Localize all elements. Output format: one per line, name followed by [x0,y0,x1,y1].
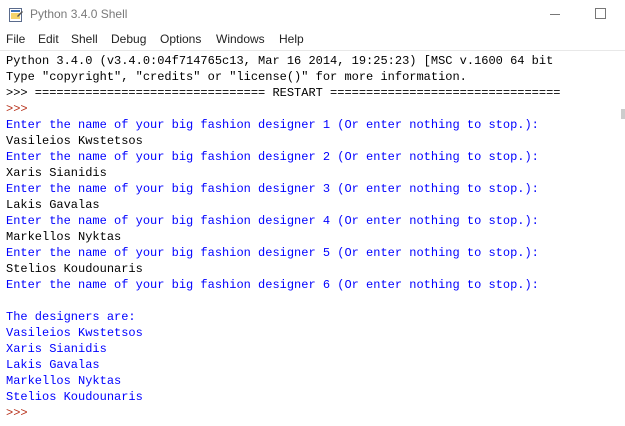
shell-output-line: Stelios Koudounaris [6,390,143,404]
menu-options[interactable]: Options [160,32,202,46]
shell-output-line: Enter the name of your big fashion desig… [6,182,539,196]
shell-output-line: Vasileios Kwstetsos [6,134,143,148]
shell-output-line: Lakis Gavalas [6,198,100,212]
shell-output-line: Markellos Nyktas [6,230,122,244]
shell-output-line: Enter the name of your big fashion desig… [6,118,539,132]
menu-bar: File Edit Shell Debug Options Windows He… [0,30,625,50]
shell-prompt-line: >>> [6,406,28,420]
shell-prompt-line: >>> [6,102,28,116]
shell-output-line: Python 3.4.0 (v3.4.0:04f714765c13, Mar 1… [6,54,554,68]
menu-windows[interactable]: Windows [216,32,265,46]
shell-output-line: Enter the name of your big fashion desig… [6,150,539,164]
shell-output: Python 3.4.0 (v3.4.0:04f714765c13, Mar 1… [6,53,625,421]
shell-output-line: Xaris Sianidis [6,342,107,356]
shell-output-line: Vasileios Kwstetsos [6,326,143,340]
title-bar[interactable]: Python 3.4.0 Shell [0,0,625,30]
window-title: Python 3.4.0 Shell [30,7,128,21]
shell-output-line: >>> ================================ RES… [6,86,561,100]
menu-debug[interactable]: Debug [111,32,147,46]
maximize-icon [595,8,606,19]
maximize-button[interactable] [579,0,625,30]
minimize-icon [550,14,560,15]
shell-text-area[interactable]: Python 3.4.0 (v3.4.0:04f714765c13, Mar 1… [0,51,625,426]
menu-shell[interactable]: Shell [71,32,98,46]
shell-output-line: Xaris Sianidis [6,166,107,180]
menu-divider [0,50,625,51]
scrollbar-marker[interactable] [621,109,625,119]
shell-output-line [6,293,625,309]
shell-output-line: Markellos Nyktas [6,374,122,388]
menu-file[interactable]: File [6,32,26,46]
shell-output-line: Enter the name of your big fashion desig… [6,214,539,228]
minimize-button[interactable] [533,0,579,30]
menu-edit[interactable]: Edit [38,32,59,46]
shell-output-line: Type "copyright", "credits" or "license(… [6,70,467,84]
shell-output-line: Lakis Gavalas [6,358,100,372]
menu-help[interactable]: Help [279,32,304,46]
shell-output-line: The designers are: [6,310,136,324]
shell-output-line: Enter the name of your big fashion desig… [6,246,539,260]
python-idle-icon [9,8,23,22]
shell-output-line: Enter the name of your big fashion desig… [6,278,539,292]
shell-output-line: Stelios Koudounaris [6,262,143,276]
